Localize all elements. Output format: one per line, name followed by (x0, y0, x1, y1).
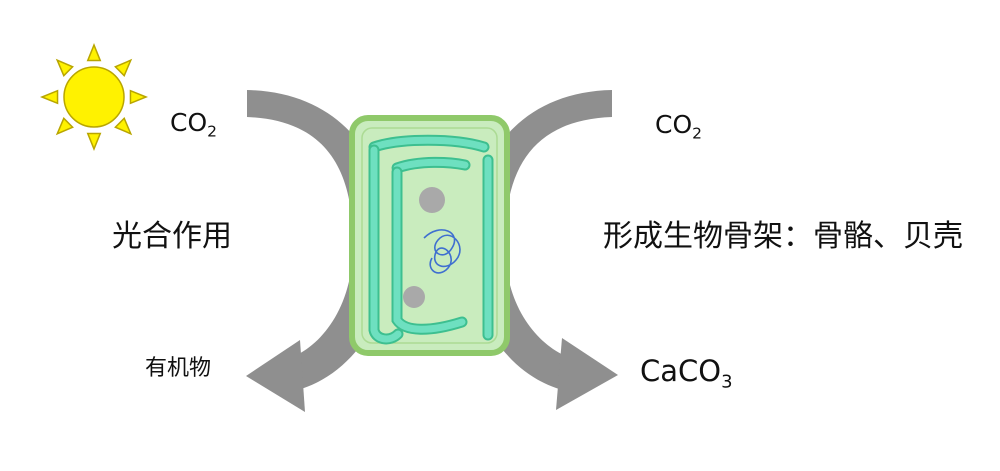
sun-ray (114, 58, 133, 77)
skeleton-formation-label: 形成生物骨架：骨骼、贝壳 (603, 219, 963, 254)
sun-ray (86, 132, 102, 152)
right-input-co2: CO2 (655, 110, 703, 143)
sun-ray (129, 89, 149, 105)
sun-icon (39, 42, 149, 152)
sun-ray (55, 117, 74, 136)
organic-matter-label: 有机物 (145, 356, 212, 381)
sun-ray (55, 58, 74, 77)
left-input-co2: CO2 (170, 108, 218, 141)
sun-ray (114, 117, 133, 136)
sun-ray (39, 89, 59, 105)
photosynthesis-label: 光合作用 (112, 219, 232, 254)
sun-ray (86, 42, 102, 62)
plant-cell-icon (349, 115, 510, 356)
calcium-carbonate-label: CaCO3 (640, 354, 733, 393)
